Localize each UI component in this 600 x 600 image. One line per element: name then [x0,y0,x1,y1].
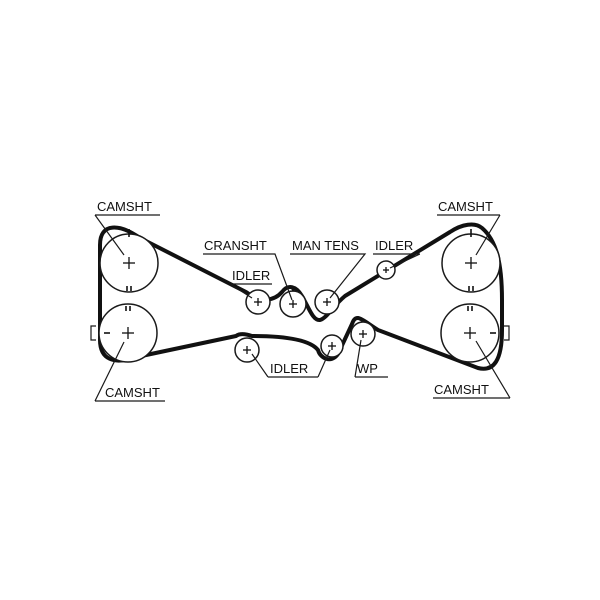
label-camsht-top-right: CAMSHT [438,199,493,214]
leader-lines [94,214,511,402]
leader-idler-ul [229,283,272,299]
manual-tensioner-pulley [314,289,340,315]
camshaft-pulley-bottom-left [90,303,158,363]
label-man-tens: MAN TENS [292,238,359,253]
water-pump-pulley [350,321,376,347]
leader-wp [354,339,388,378]
label-wp: WP [357,361,378,376]
label-idler-upper-right: IDLER [375,238,413,253]
camshaft-pulley-bottom-right [440,303,510,363]
leader-idler-lower [251,349,331,378]
label-camsht-top-left: CAMSHT [97,199,152,214]
label-cransht: CRANSHT [204,238,267,253]
idler-pulley-upper-left [245,289,271,315]
timing-mark [290,287,296,292]
label-camsht-bottom-left: CAMSHT [105,385,160,400]
crankshaft-pulley [279,287,307,318]
label-idler-upper-left: IDLER [232,268,270,283]
leader-camsht-tl [94,214,160,256]
idler-pulley-lower-right [320,334,344,358]
leader-camsht-br [433,340,511,399]
label-idler-lower: IDLER [270,361,308,376]
camshaft-pulley-top-right [441,229,501,293]
leader-camsht-tr [437,214,501,256]
leader-man-tens [290,253,367,299]
leader-camsht-bl [94,341,165,402]
leader-idler-ur [373,253,421,269]
camshaft-pulley-top-left [99,229,159,293]
idler-pulley-upper-right [376,260,396,280]
leader-cransht [203,253,293,301]
label-camsht-bottom-right: CAMSHT [434,382,489,397]
